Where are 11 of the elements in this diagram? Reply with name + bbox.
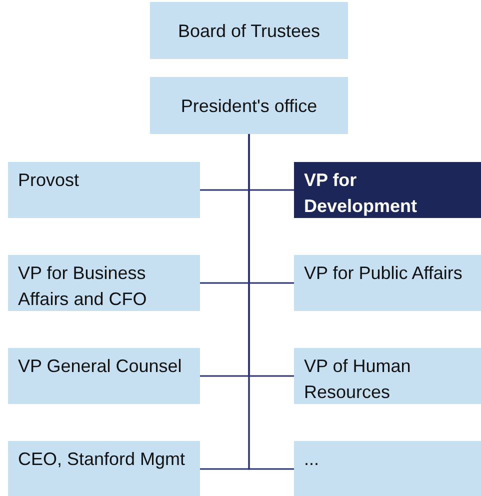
org-box: VP for Business Affairs and CFO <box>8 255 200 311</box>
org-box: Provost <box>8 162 200 218</box>
org-box: Board of Trustees <box>150 2 348 59</box>
highlighted-org-box: VP for Development <box>294 162 481 218</box>
org-box: VP of Human Resources <box>294 348 481 404</box>
org-box: ... <box>294 441 481 496</box>
org-box: CEO, Stanford Mgmt <box>8 441 200 496</box>
org-box: President's office <box>150 77 348 134</box>
org-box: VP for Public Affairs <box>294 255 481 311</box>
org-box: VP General Counsel <box>8 348 200 404</box>
connector-line <box>248 134 294 470</box>
